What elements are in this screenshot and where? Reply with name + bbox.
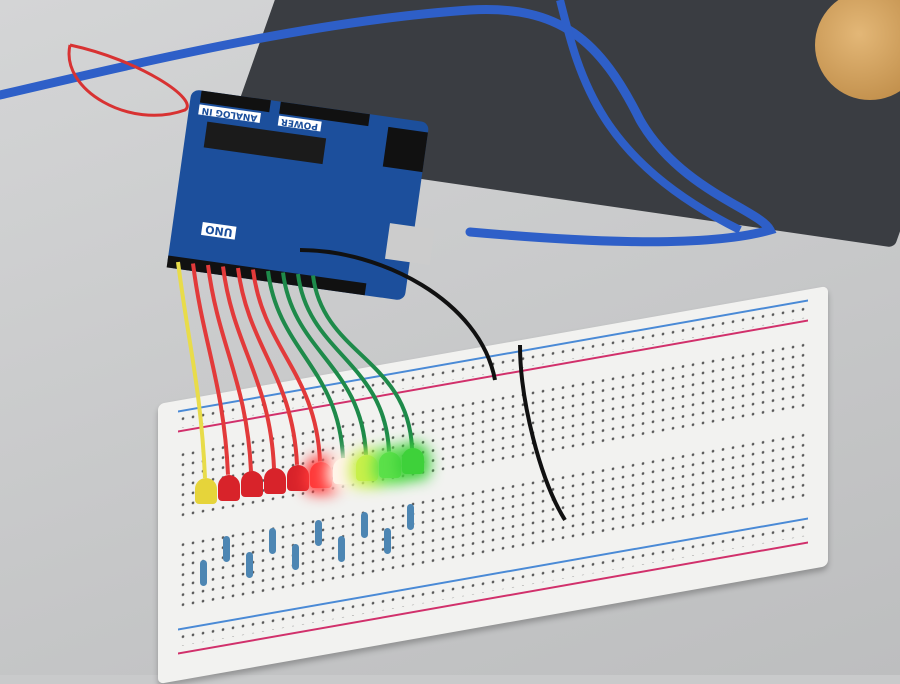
resistor: [361, 512, 368, 538]
jumper-wire: [236, 267, 299, 465]
resistor: [407, 504, 414, 530]
resistor: [384, 528, 391, 554]
ground-wire: [299, 248, 567, 522]
led-red: [264, 468, 286, 495]
led-red: [333, 458, 355, 485]
resistor: [269, 528, 276, 554]
jumper-wire: [251, 269, 322, 462]
resistor: [338, 536, 345, 562]
resistor: [315, 520, 322, 546]
resistor: [292, 544, 299, 570]
jumper-wire: [206, 264, 253, 472]
resistor: [246, 552, 253, 578]
jumper-wire: [266, 270, 345, 459]
jumper-wire: [176, 261, 207, 479]
led-red: [218, 474, 240, 501]
jumper-wire: [311, 275, 414, 449]
resistor: [200, 560, 207, 586]
jumper-wire: [191, 263, 230, 475]
led-green: [379, 451, 401, 478]
led-green: [402, 448, 424, 475]
led-yellow: [195, 478, 217, 504]
jumper-wire: [221, 266, 276, 469]
led-red: [241, 471, 263, 498]
resistor: [223, 536, 230, 562]
led-red: [310, 461, 332, 488]
led-green: [356, 454, 378, 481]
jumper-wire: [281, 272, 368, 455]
jumper-wire: [296, 273, 391, 452]
led-red: [287, 464, 309, 491]
